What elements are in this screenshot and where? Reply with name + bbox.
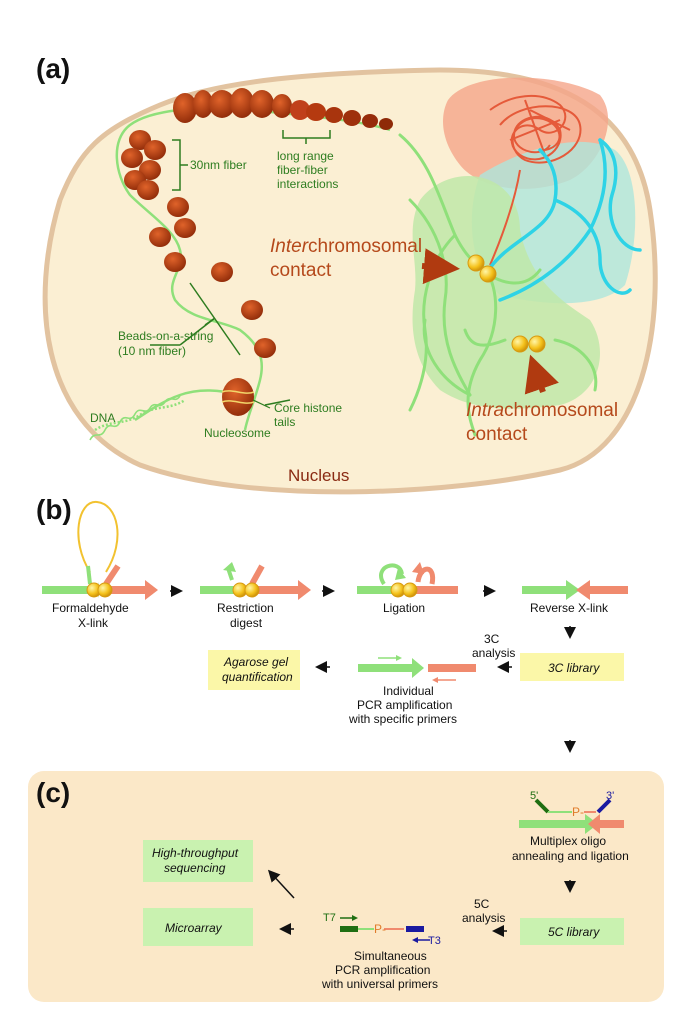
3c-analysis-label-2: analysis [472, 646, 515, 660]
intra-arrow [524, 354, 559, 395]
p-label-bottom: P- [374, 922, 386, 936]
3c-library-label: 3C library [548, 661, 600, 675]
label-intrachromosomal: Intrachromosomal [466, 400, 618, 421]
pcr-individual-label-2: PCR amplification [357, 698, 452, 712]
5c-analysis-label-2: analysis [462, 911, 505, 925]
step3-label: Ligation [383, 601, 425, 615]
agarose-label-2: quantification [222, 670, 293, 684]
nucleosome [222, 378, 254, 416]
panel-a-label: (a) [36, 53, 70, 84]
t7-label: T7 [323, 912, 336, 924]
label-nucleosome: Nucleosome [204, 426, 271, 440]
inter-contact-beads [467, 254, 497, 283]
multiplex-label-2: annealing and ligation [512, 849, 629, 863]
pcr-individual-label-3: with specific primers [348, 712, 457, 726]
label-nucleus: Nucleus [288, 466, 349, 485]
label-long-range-1: long range [277, 149, 334, 163]
pcr-simultaneous-diagram [340, 915, 430, 943]
label-long-range-2: fiber-fiber [277, 163, 328, 177]
core-histone-pointer [252, 399, 271, 409]
step-formaldehyde-diagram [42, 500, 158, 600]
panel-c-label: (c) [36, 777, 70, 808]
panel-a-brackets [150, 130, 331, 406]
5c-library-box [520, 918, 624, 945]
multiplex-label-1: Multiplex oligo [530, 834, 606, 848]
primer-3-label: 3' [606, 790, 614, 802]
hts-label-1: High-throughput [152, 846, 239, 860]
beads-on-string [149, 197, 276, 358]
3c-library-box [520, 653, 624, 681]
step4-label: Reverse X-link [530, 601, 609, 615]
label-interchromosomal: Interchromosomal [270, 236, 422, 257]
nucleosome-wrap [221, 390, 255, 404]
label-dna: DNA [90, 411, 115, 425]
agarose-label-1: Agarose gel [223, 655, 288, 669]
label-core-histone-2: tails [274, 415, 295, 429]
panel-b-label: (b) [36, 494, 72, 525]
dna-strand [89, 395, 181, 441]
label-inter-contact: contact [270, 260, 332, 281]
inter-arrow [421, 248, 460, 285]
chromosome-cyan [488, 138, 642, 302]
fiber-top [173, 88, 393, 130]
intra-contact-beads [511, 335, 546, 353]
step2-label-2: digest [230, 616, 263, 630]
step-digest-diagram [200, 562, 311, 600]
label-intra-contact: contact [466, 424, 528, 445]
hts-label-2: sequencing [164, 861, 226, 875]
label-30nm-fiber: 30nm fiber [190, 158, 247, 172]
pcr-sim-label-1: Simultaneous [354, 949, 427, 963]
label-beads-1: Beads-on-a-string [118, 329, 213, 343]
label-core-histone-1: Core histone [274, 401, 342, 415]
fiber-30nm [121, 130, 166, 200]
p-label-top: P- [572, 805, 584, 819]
step-ligation-diagram [357, 562, 458, 598]
microarray-label: Microarray [165, 921, 223, 935]
multiplex-oligo-diagram [519, 798, 624, 834]
pcr-individual-label-1: Individual [383, 684, 434, 698]
pcr-individual-diagram [358, 655, 476, 683]
primer-5-label: 5' [530, 790, 538, 802]
t3-label: T3 [428, 935, 441, 947]
5c-library-label: 5C library [548, 925, 600, 939]
label-long-range-3: interactions [277, 177, 338, 191]
3c-analysis-label-1: 3C [484, 632, 500, 646]
territory-green [412, 176, 600, 409]
pcr-sim-label-2: PCR amplification [335, 963, 430, 977]
5c-analysis-label-1: 5C [474, 897, 490, 911]
agarose-gel-box [208, 650, 300, 690]
step1-label-2: X-link [78, 616, 109, 630]
pcr-sim-label-3: with universal primers [321, 977, 438, 991]
chromosome-red [489, 94, 582, 266]
microarray-box [143, 908, 253, 946]
step1-label-1: Formaldehyde [52, 601, 129, 615]
arrow-c4 [267, 869, 295, 899]
hts-box [143, 840, 253, 882]
step2-label-1: Restriction [217, 601, 274, 615]
label-beads-2: (10 nm fiber) [118, 344, 186, 358]
step-reverse-diagram [522, 580, 628, 600]
